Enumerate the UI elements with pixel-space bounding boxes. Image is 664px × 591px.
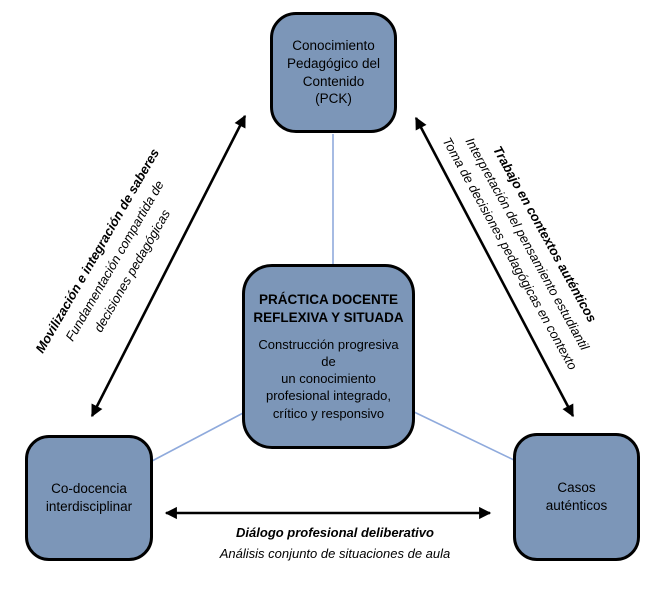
node-practica-docente-title: PRÁCTICA DOCENTE REFLEXIVA Y SITUADA [253,291,403,327]
node-practica-docente: PRÁCTICA DOCENTE REFLEXIVA Y SITUADA Con… [242,264,415,449]
node-codocencia: Co-docencia interdisciplinar [25,435,153,561]
node-casos: Casos auténticos [513,433,640,561]
node-codocencia-label-line: Co-docencia [51,481,127,497]
edge-bottom-subtitle-line: Análisis conjunto de situaciones de aula [219,546,451,561]
node-pck-label-line: Conocimiento [292,37,375,53]
edge-label-right: Trabajo en contextos auténticos Interpre… [413,72,640,416]
edge-label-bottom: Diálogo profesional deliberativo Análisi… [135,522,535,564]
node-codocencia-label-line: interdisciplinar [45,499,133,514]
node-practica-title-line: REFLEXIVA Y SITUADA [253,310,404,326]
node-pck: Conocimiento Pedagógico del Contenido (P… [270,12,397,133]
edge-bottom-title: Diálogo profesional deliberativo [236,525,434,540]
node-pck-label-line: Contenido [302,73,365,89]
node-practica-docente-body: Construcción progresiva de un conocimien… [253,336,404,422]
node-casos-label-line: auténticos [545,498,608,513]
connector-center-to-codocencia [151,411,246,462]
node-pck-label-line: (PCK) [315,91,352,107]
node-practica-body-line: crítico y responsivo [272,405,385,421]
node-practica-body-line: un conocimiento [281,371,376,387]
edge-right-subtitle-line: Interpretación del pensamiento estudiant… [462,134,593,353]
node-pck-label-line: Pedagógico del [286,55,381,71]
node-practica-body-line: Construcción progresiva de [258,336,399,370]
connector-center-to-casos [411,410,517,462]
node-practica-body-line: profesional integrado, [265,388,392,404]
node-practica-title-line: PRÁCTICA DOCENTE [258,292,398,308]
edge-label-left: Movilización e integración de saberes Fu… [4,99,226,423]
node-casos-label-line: Casos [557,480,596,496]
